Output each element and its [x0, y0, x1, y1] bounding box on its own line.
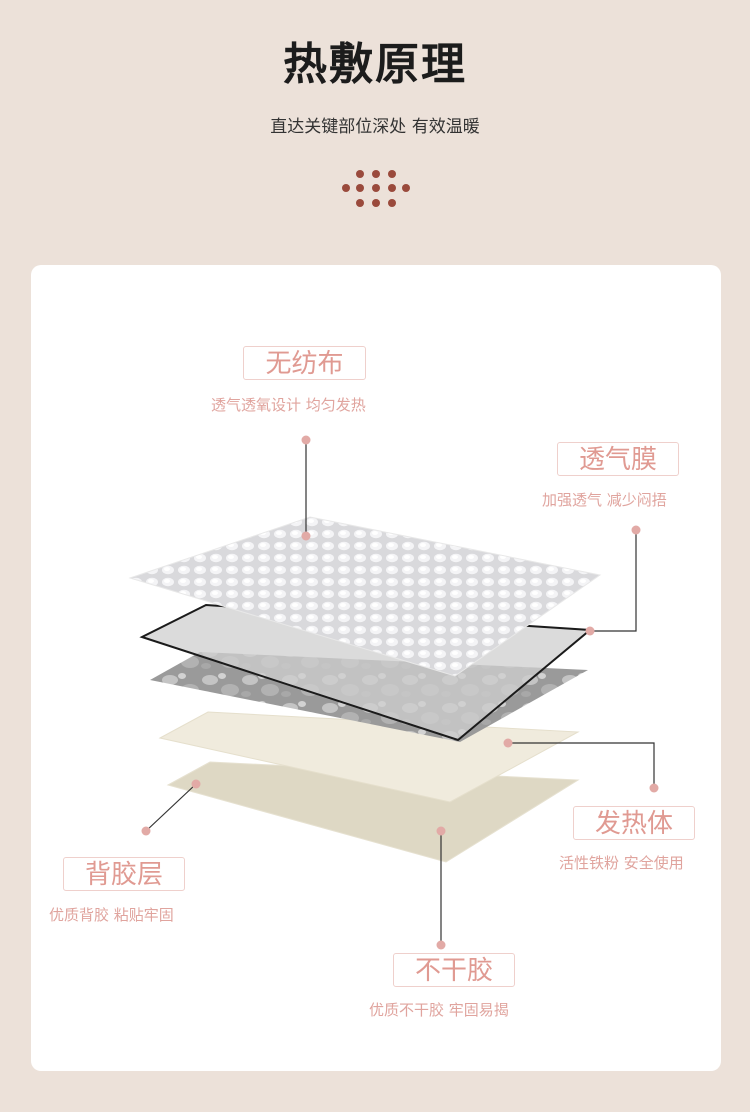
layer-backing-adhesive [158, 711, 580, 803]
label-heating-body: 发热体 [573, 806, 695, 840]
layer-nonwoven-fabric [128, 516, 602, 677]
desc-heating-body: 活性铁粉 安全使用 [559, 854, 684, 872]
label-nonwoven-fabric: 无纺布 [243, 346, 366, 380]
page-subtitle: 直达关键部位深处 有效温暖 [270, 117, 480, 137]
label-backing-adhesive: 背胶层 [63, 857, 185, 891]
label-breathable-film: 透气膜 [557, 442, 679, 476]
page-title: 热敷原理 [283, 39, 467, 90]
desc-breathable-film: 加强透气 减少闷捂 [542, 491, 667, 509]
decorative-dots-icon [342, 170, 410, 207]
desc-release-sticker: 优质不干胶 牢固易揭 [369, 1001, 509, 1019]
label-release-sticker: 不干胶 [393, 953, 515, 987]
desc-nonwoven-fabric: 透气透氧设计 均匀发热 [211, 396, 366, 414]
desc-backing-adhesive: 优质背胶 粘贴牢固 [49, 906, 174, 924]
